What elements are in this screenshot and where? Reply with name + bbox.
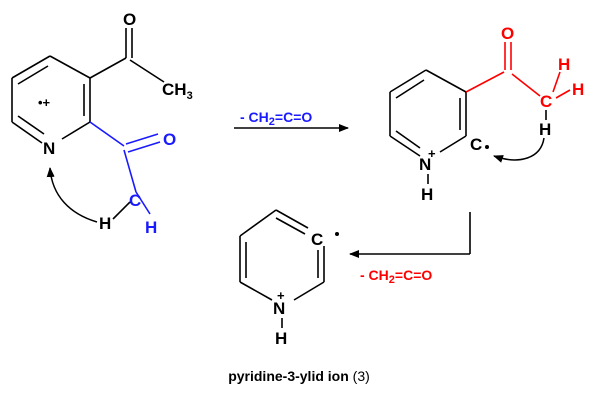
red-hydrogen-2: H — [572, 80, 584, 99]
intermediate-ring-bonds — [389, 69, 467, 184]
intermediate-ring-n: N — [419, 155, 431, 174]
reactant-ring-n: N — [43, 139, 55, 158]
blue-hydrogen: H — [145, 218, 157, 237]
product-ring-n: N — [273, 299, 285, 318]
step2-loss-label: - CH2=C=O — [360, 267, 432, 286]
curved-arrow-h-to-n — [46, 167, 98, 223]
intermediate-n-h: H — [421, 185, 433, 204]
intermediate-ring-c: C — [470, 135, 482, 154]
reactant-ring-bonds — [11, 55, 91, 144]
acetyl-bonds — [89, 28, 165, 83]
intermediate-n-plus: + — [428, 146, 436, 161]
blue-acyl-bonds — [89, 121, 161, 215]
intermediate-migrating-h: H — [539, 120, 551, 139]
red-carbon: C — [540, 92, 552, 111]
product-n-plus: + — [277, 288, 285, 303]
product-n-h: H — [275, 329, 287, 348]
blue-carbon: C — [129, 191, 141, 210]
reactant-molecule: N •+ O CH3 O C H H — [11, 10, 193, 237]
product-caption: pyridine-3-ylid ion (3) — [228, 368, 370, 384]
product-radical-dot — [335, 232, 339, 236]
acetyl-oxygen: O — [123, 10, 136, 29]
product-ring-bonds — [239, 209, 325, 328]
migrating-h-bond — [112, 201, 131, 220]
product-molecule: C N + H — [239, 209, 339, 348]
step1: - CH2=C=O — [234, 109, 349, 132]
radical-cation-symbol: •+ — [38, 95, 51, 110]
red-hydrogen-1: H — [558, 55, 570, 74]
step1-loss-label: - CH2=C=O — [240, 109, 312, 128]
red-oxygen: O — [501, 24, 514, 43]
red-acyl-bonds — [465, 42, 571, 99]
blue-oxygen: O — [163, 130, 176, 149]
product-ring-c: C — [311, 230, 323, 249]
acetyl-methyl: CH3 — [162, 80, 193, 102]
reactant-migrating-h: H — [99, 214, 111, 233]
intermediate-molecule: N + H C O C H H H — [389, 24, 584, 204]
intermediate-radical-dot — [485, 145, 489, 149]
step2: - CH2=C=O — [349, 212, 471, 286]
curved-arrow-h-to-c — [493, 137, 545, 163]
